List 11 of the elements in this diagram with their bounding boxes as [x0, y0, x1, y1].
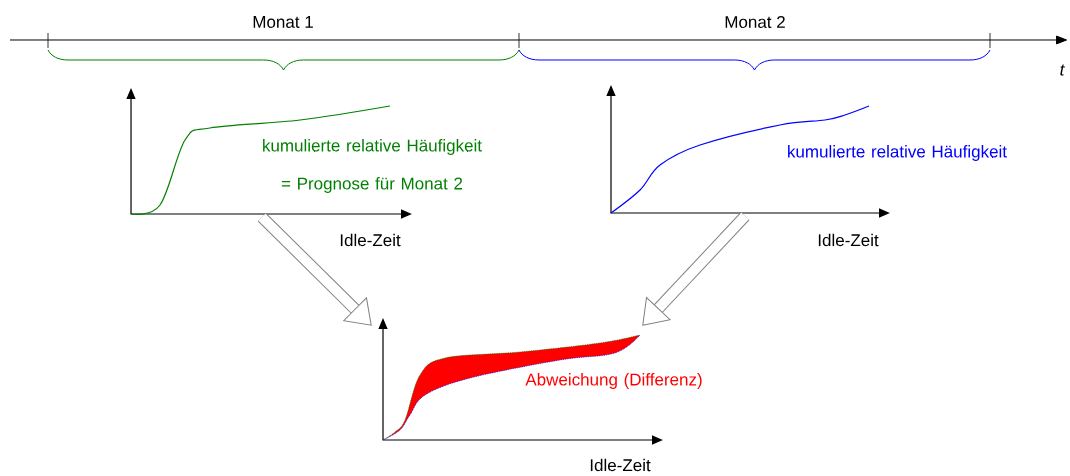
curve-label: kumulierte relative Häufigkeit: [788, 145, 1007, 161]
axis-label: Idle-Zeit: [590, 458, 651, 472]
curve-label: Abweichung (Differenz): [525, 373, 702, 389]
axis-label: Idle-Zeit: [340, 233, 401, 247]
hollow-arrow: [642, 212, 750, 326]
label: Monat 1: [253, 16, 313, 28]
hollow-arrow: [257, 212, 372, 326]
label: t: [1060, 64, 1065, 76]
label: Monat 2: [725, 16, 785, 28]
axis-label: Idle-Zeit: [818, 233, 879, 247]
curve-label: kumulierte relative Häufigkeit = Prognose für Monat 2: [263, 139, 482, 193]
